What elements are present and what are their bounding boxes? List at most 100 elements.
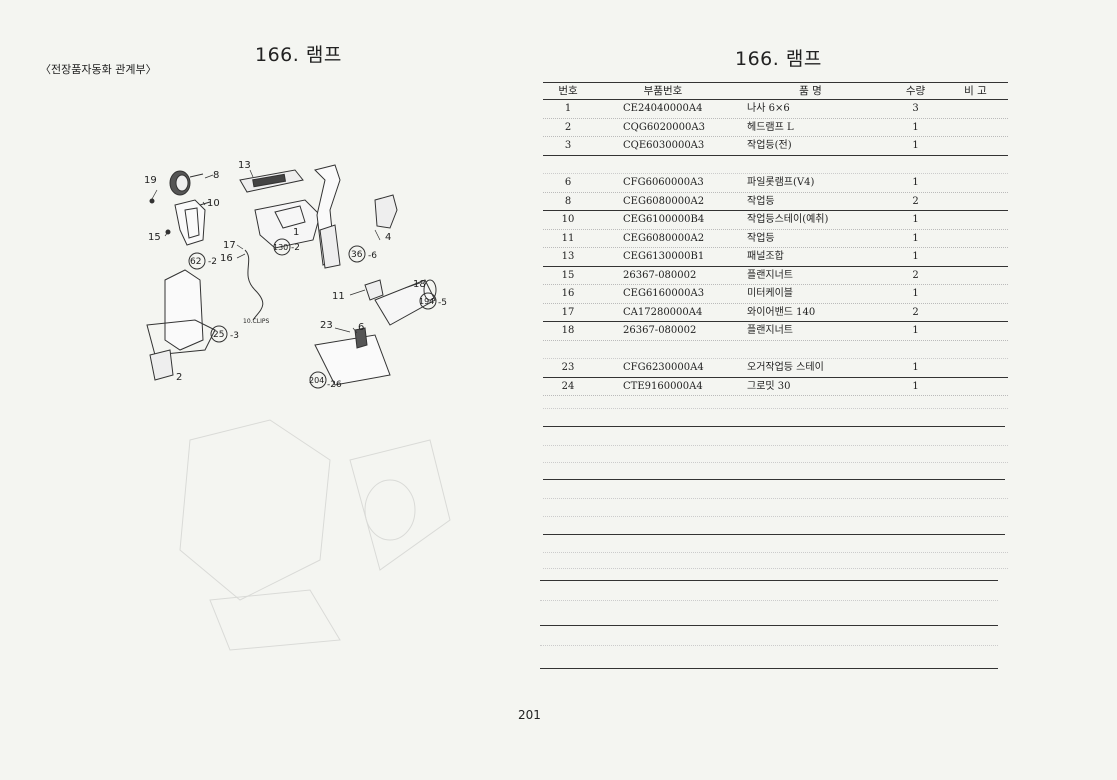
blank-row-line — [543, 568, 1008, 569]
row-part-number: CEG6080000A2 — [623, 195, 705, 207]
parts-table: 번호 부품번호 품 명 수량 비 고 1 CE24040000A4 나사 6×6… — [543, 82, 1008, 396]
row-quantity: 3 — [912, 103, 919, 114]
row-part-name: 파일롯램프(V4) — [747, 177, 815, 188]
blank-row-line — [543, 445, 1008, 446]
row-part-name: 작업등 — [747, 195, 775, 207]
table-row: 23 CFG6230000A4 오거작업등 스테이 1 — [543, 359, 1008, 378]
table-rule — [543, 426, 1005, 427]
row-no: 16 — [561, 288, 575, 299]
callout-18: 18 — [413, 279, 426, 290]
row-quantity: 1 — [912, 325, 919, 336]
header-part-number: 부품번호 — [643, 85, 683, 97]
row-part-name: 미터케이블 — [747, 288, 793, 299]
callout-19: 19 — [144, 175, 157, 186]
blank-row-line — [543, 462, 1008, 463]
table-row: 2 CQG6020000A3 헤드램프 L 1 — [543, 119, 1008, 137]
ref-25-page: -3 — [230, 331, 239, 341]
panel-part — [239, 169, 321, 249]
table-row: 18 26367-080002 플랜지너트 1 — [543, 322, 1008, 341]
table-row: 10 CEG6100000B4 작업등스테이(예취) 1 — [543, 211, 1008, 230]
left-page-title: 166. 램프 — [255, 44, 342, 66]
row-part-number: 26367-080002 — [623, 269, 697, 281]
ref-194-page: -5 — [438, 298, 447, 308]
console-part — [314, 164, 398, 269]
ref-130-page: -2 — [291, 243, 300, 253]
row-part-name: 작업등(전) — [747, 140, 792, 151]
callout-11: 11 — [332, 291, 345, 302]
pilot-lamp-part — [354, 327, 368, 349]
meter-cable-part — [244, 249, 264, 321]
row-note — [943, 285, 1008, 303]
page-number: 201 — [518, 708, 541, 722]
row-quantity: 1 — [912, 214, 919, 225]
ref-62-page: -2 — [208, 257, 217, 267]
row-quantity: 1 — [912, 121, 919, 133]
row-note — [943, 193, 1008, 211]
row-part-number: CFG6230000A4 — [623, 362, 704, 373]
ref-194: 194 — [419, 297, 434, 306]
blank-row-line — [543, 516, 1008, 517]
table-rule — [540, 580, 998, 581]
row-part-number: CA17280000A4 — [623, 306, 703, 318]
row-part-name: 와이어밴드 140 — [747, 306, 816, 318]
row-no: 15 — [561, 269, 575, 281]
table-rule — [540, 625, 998, 626]
row-no: 18 — [561, 325, 575, 336]
bleed-through-diagram — [179, 419, 451, 651]
row-quantity: 1 — [912, 232, 919, 244]
callout-10: 10 — [207, 198, 220, 209]
table-row: 11 CEG6080000A2 작업등 1 — [543, 230, 1008, 248]
row-no: 6 — [564, 177, 572, 188]
row-part-number: CEG6100000B4 — [623, 214, 705, 225]
row-quantity: 2 — [912, 195, 919, 207]
clips-note: 10.CLIPS — [243, 318, 269, 325]
row-note — [943, 322, 1008, 340]
blank-row-line — [540, 645, 998, 646]
ref-25: 25 — [213, 330, 224, 340]
table-spacer-row — [543, 156, 1008, 174]
table-row: 17 CA17280000A4 와이어밴드 140 2 — [543, 304, 1008, 322]
header-note: 비 고 — [964, 85, 987, 97]
row-no: 2 — [564, 121, 572, 133]
row-part-number: CTE9160000A4 — [623, 380, 703, 392]
table-row: 8 CEG6080000A2 작업등 2 — [543, 193, 1008, 211]
ref-36-page: -6 — [368, 251, 377, 261]
row-part-name: 작업등 — [747, 232, 775, 244]
bolt-part — [149, 198, 155, 204]
table-rule — [543, 534, 1005, 535]
row-no: 11 — [561, 232, 575, 244]
row-note — [943, 137, 1008, 155]
row-no: 3 — [564, 140, 572, 151]
callout-17: 17 — [223, 240, 236, 251]
row-part-number: CE24040000A4 — [623, 103, 703, 114]
row-part-number: CQE6030000A3 — [623, 140, 705, 151]
row-note — [943, 267, 1008, 285]
table-row: 15 26367-080002 플랜지너트 2 — [543, 267, 1008, 285]
blank-row-line — [543, 408, 1008, 409]
callout-13: 13 — [238, 160, 251, 171]
callout-16: 16 — [220, 253, 233, 264]
row-note — [943, 248, 1008, 266]
table-rule — [543, 479, 1005, 480]
row-note — [943, 119, 1008, 137]
row-note — [943, 174, 1008, 192]
table-row: 16 CEG6160000A3 미터케이블 1 — [543, 285, 1008, 304]
row-no: 17 — [561, 306, 575, 318]
row-no: 13 — [561, 251, 575, 262]
ref-204-page: -26 — [327, 380, 342, 390]
header-part-name: 품 명 — [799, 85, 822, 97]
ref-130: 130 — [273, 243, 288, 252]
row-quantity: 1 — [912, 177, 919, 188]
headlamp-part — [169, 170, 204, 196]
auger-lamp-part — [364, 279, 437, 326]
row-no: 23 — [561, 362, 575, 373]
table-row: 13 CEG6130000B1 패널조합 1 — [543, 248, 1008, 267]
row-part-name: 그로밋 30 — [747, 380, 791, 392]
right-page-title: 166. 램프 — [735, 48, 822, 70]
row-note — [943, 359, 1008, 377]
callout-8: 8 — [213, 170, 219, 181]
lamp-stay-part — [174, 199, 211, 246]
row-quantity: 1 — [912, 380, 919, 392]
step-plate-part — [314, 334, 391, 386]
callout-4: 4 — [385, 232, 391, 243]
